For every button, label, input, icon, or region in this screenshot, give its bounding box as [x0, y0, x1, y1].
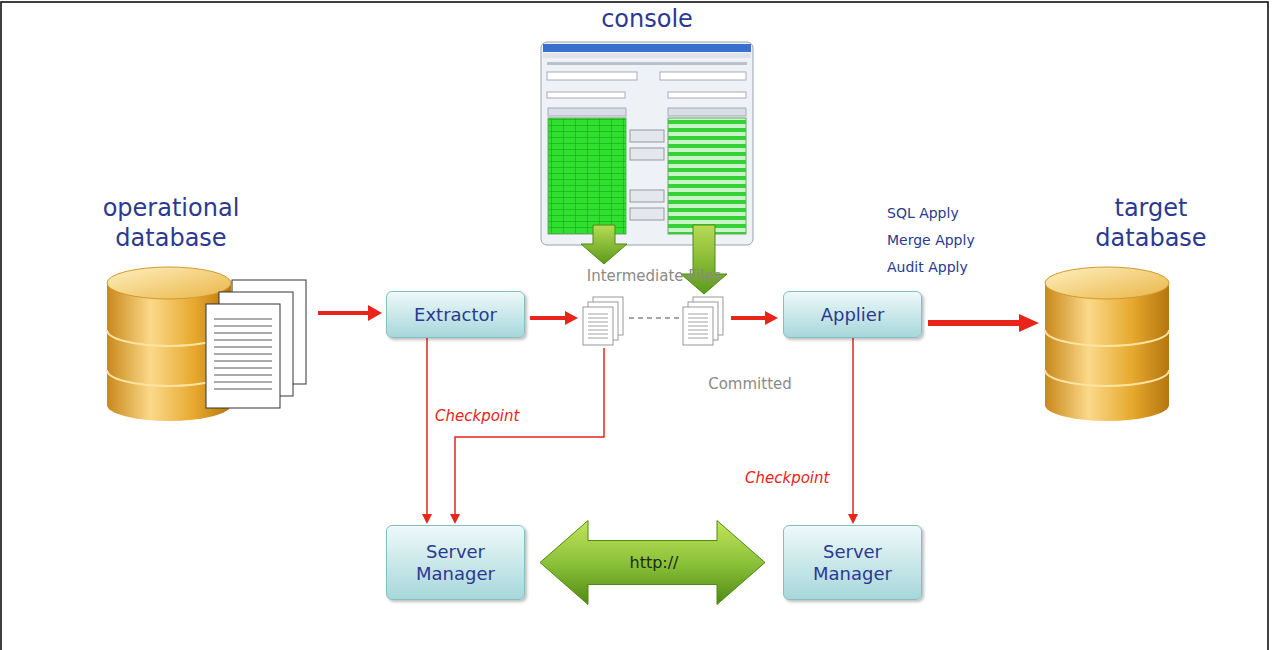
connector: [422, 338, 432, 524]
connector: [629, 318, 679, 319]
connector-line: [530, 316, 567, 320]
arrow-head: [1019, 314, 1039, 332]
process-box: Applier: [783, 291, 922, 338]
console-screenshot: [541, 42, 753, 245]
node-label: Extractor: [414, 304, 497, 326]
node-label: Intermediate Files: [554, 267, 754, 286]
green-arrow: [581, 225, 627, 264]
connector: [450, 348, 604, 524]
checkpoint-label: Checkpoint: [743, 469, 831, 487]
node-label: Committed: [690, 375, 810, 394]
connector-line: [318, 311, 370, 315]
arrow-head: [565, 311, 578, 325]
node-label: target database: [1071, 193, 1231, 253]
node-label: Server Manager: [401, 541, 511, 585]
connector: [318, 305, 382, 321]
arrow-head: [765, 311, 778, 325]
arrow-head: [368, 305, 382, 321]
connector-line: [455, 348, 604, 516]
connector-line: [928, 320, 1021, 326]
arrow-head: [450, 514, 460, 524]
connector: [928, 314, 1039, 332]
manager-box: Server Manager: [386, 525, 525, 600]
file-stack-icon: [683, 297, 723, 345]
console-node: console: [541, 42, 753, 245]
connector: [731, 311, 778, 325]
manager-box: Server Manager: [783, 525, 922, 600]
connector-line: [852, 338, 854, 516]
node-label: Applier: [821, 304, 885, 326]
database-node: operational database: [107, 265, 312, 422]
connector: [530, 311, 578, 325]
connector-line: [731, 316, 767, 320]
file-stack-icon: [583, 297, 623, 345]
node-label: Server Manager: [798, 541, 908, 585]
file-node: Committed: [683, 297, 725, 345]
arrow-head: [422, 514, 432, 524]
checkpoint-label: Checkpoint: [433, 407, 521, 425]
apply-mode-label: SQL Apply: [887, 205, 959, 221]
double-arrow: [540, 521, 765, 605]
node-label: operational database: [71, 193, 271, 253]
process-box: Extractor: [386, 291, 525, 338]
connector: [581, 225, 627, 264]
document-stack: [206, 280, 306, 408]
apply-mode-label: Merge Apply: [887, 232, 975, 248]
database-cylinder: [1045, 267, 1169, 421]
node-label: console: [541, 4, 753, 34]
connector: [848, 338, 858, 524]
connector-line: [426, 338, 428, 516]
connector: [540, 521, 765, 605]
protocol-label: http://: [629, 553, 678, 572]
arrow-head: [848, 514, 858, 524]
file-node: Intermediate Files: [583, 297, 625, 345]
database-node: target database: [1045, 265, 1170, 422]
connector-line: [629, 317, 679, 319]
apply-mode-label: Audit Apply: [887, 259, 968, 275]
